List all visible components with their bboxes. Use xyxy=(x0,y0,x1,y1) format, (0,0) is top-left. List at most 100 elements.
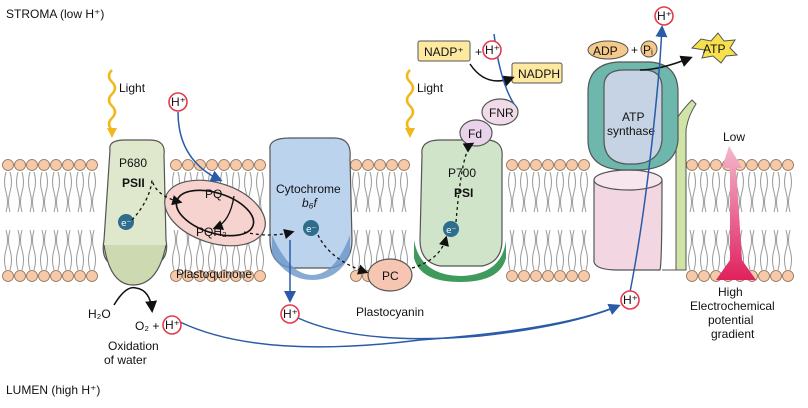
water-oxidation-arrow xyxy=(113,286,158,313)
pqh2-label: PQH₂ xyxy=(196,225,227,239)
lipid-tail xyxy=(40,171,48,271)
proton-label: H⁺ xyxy=(485,43,500,57)
adp-label: ADP xyxy=(593,44,618,58)
lipid-head xyxy=(242,270,254,282)
lipid-head xyxy=(362,159,374,171)
proton-label: H⁺ xyxy=(165,318,180,332)
lipid-tail xyxy=(556,171,564,271)
lipid-tail xyxy=(364,171,372,271)
psi-complex: P700 PSI e⁻ xyxy=(414,139,506,282)
lipid-head xyxy=(86,159,98,171)
oxidation-label-line1: Oxidation xyxy=(108,339,159,353)
lipid-head xyxy=(518,159,530,171)
lipid-tail xyxy=(532,171,540,271)
gradient-label-line3: gradient xyxy=(711,327,755,341)
oxygen-label: O₂ + xyxy=(135,319,159,333)
plastocyanin: PC Plastocyanin xyxy=(356,258,424,319)
plastocyanin-label: Plastocyanin xyxy=(356,305,424,319)
proton-badge-icon: H⁺ xyxy=(280,304,300,324)
adp-badge xyxy=(587,40,629,60)
lipid-head xyxy=(26,159,38,171)
lipid-head xyxy=(386,159,398,171)
lipid-tail xyxy=(4,171,12,271)
proton-badge-icon: H⁺ xyxy=(654,6,674,26)
gradient-label-line2: potential xyxy=(708,313,753,327)
atp-synthase-label-line1: ATP xyxy=(622,110,644,124)
oxidation-label-line2: of water xyxy=(104,353,147,367)
pi-badge xyxy=(640,40,658,58)
nadp-label: NADP⁺ xyxy=(424,45,464,59)
lipid-head xyxy=(350,159,362,171)
lipid-head xyxy=(710,159,722,171)
lipid-head xyxy=(182,159,194,171)
lipid-head xyxy=(542,159,554,171)
lipid-tail xyxy=(400,171,408,271)
lipid-tail xyxy=(64,171,72,271)
lipid-head xyxy=(686,270,698,282)
lipid-head xyxy=(194,270,206,282)
lipid-head xyxy=(2,270,14,282)
lipid-tail xyxy=(580,171,588,271)
fnr-label: FNR xyxy=(489,106,514,120)
lipid-tail xyxy=(508,171,516,271)
lipid-head xyxy=(758,270,770,282)
atp-synthase-label-line2: synthase xyxy=(607,124,655,138)
lipid-tail xyxy=(772,171,780,271)
nadph-box xyxy=(511,62,563,84)
lipid-head xyxy=(14,270,26,282)
lipid-head xyxy=(566,270,578,282)
electron-icon xyxy=(118,214,134,230)
stroma-label: STROMA (low H⁺) xyxy=(6,7,104,21)
lipid-head xyxy=(254,270,266,282)
pq-reduction-arrow xyxy=(212,195,235,230)
atp-reaction-arrow xyxy=(639,55,693,71)
plus-sign: + xyxy=(475,45,482,59)
lipid-head xyxy=(50,159,62,171)
pi-label: Pᵢ xyxy=(643,43,653,57)
lipid-tail xyxy=(28,171,36,271)
fnr-enzyme: FNR xyxy=(481,98,519,126)
proton-label: H⁺ xyxy=(657,9,672,23)
water-label: H₂O xyxy=(88,307,111,321)
lipid-head xyxy=(698,159,710,171)
lipid-head xyxy=(566,159,578,171)
lipid-head xyxy=(350,270,362,282)
lipid-head xyxy=(230,270,242,282)
nadp-box xyxy=(417,40,471,62)
lipid-tail xyxy=(376,171,384,271)
lipid-tail xyxy=(712,171,720,271)
light-label-left: Light xyxy=(119,81,146,95)
electron-icon xyxy=(303,220,319,236)
light-ray-right-icon xyxy=(405,69,415,138)
light-ray-left-icon xyxy=(107,69,117,138)
atp-label: ATP xyxy=(703,42,725,56)
lipid-head xyxy=(2,159,14,171)
electron-path-pc-psi xyxy=(411,235,449,269)
electron-label: e⁻ xyxy=(121,219,132,229)
lipid-head xyxy=(74,159,86,171)
electron-path-psi-fd xyxy=(455,142,475,223)
p680-label: P680 xyxy=(119,156,147,170)
lipid-head xyxy=(218,159,230,171)
lipid-head xyxy=(74,270,86,282)
lipid-head xyxy=(14,159,26,171)
electron-label: e⁻ xyxy=(306,225,317,235)
lipid-tail xyxy=(748,171,756,271)
lipid-head xyxy=(530,159,542,171)
pq-label: PQ xyxy=(205,187,222,201)
electron-path-cyt-pc xyxy=(317,234,369,275)
proton-badge-icon: H⁺ xyxy=(162,315,182,335)
lipid-tail xyxy=(76,171,84,271)
lipid-head xyxy=(86,270,98,282)
proton-badge-icon: H⁺ xyxy=(168,92,188,112)
proton-label: H⁺ xyxy=(171,95,186,109)
lumen-label: LUMEN (high H⁺) xyxy=(6,383,100,397)
gradient-low-label: Low xyxy=(723,130,745,144)
lipid-head xyxy=(578,159,590,171)
lipid-tail xyxy=(244,171,252,271)
lipid-head xyxy=(62,159,74,171)
lipid-tail xyxy=(688,171,696,271)
lipid-head xyxy=(554,270,566,282)
lipid-head xyxy=(746,159,758,171)
